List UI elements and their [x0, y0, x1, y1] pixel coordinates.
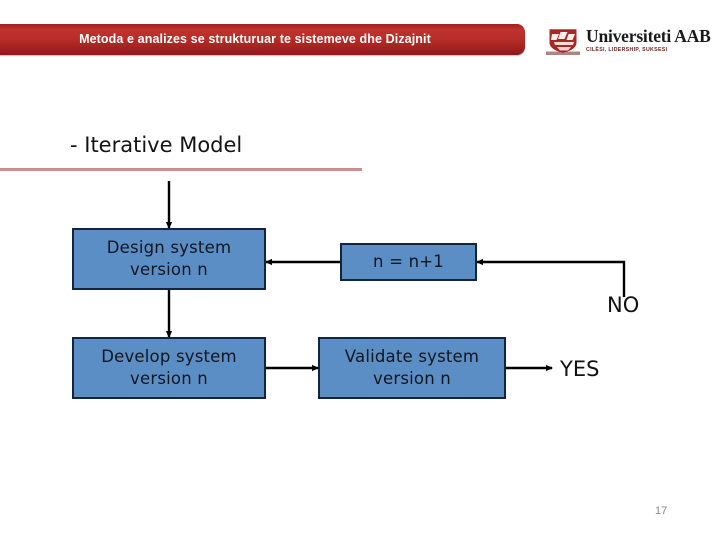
node-develop-system-line1: Develop system — [101, 347, 237, 366]
heading-divider — [0, 168, 362, 171]
node-develop-system-line2: version n — [130, 369, 208, 388]
edge-label-yes: YES — [560, 357, 600, 381]
header-red-bar — [0, 24, 525, 55]
edge-label-no: NO — [607, 293, 640, 317]
page-number: 17 — [655, 505, 668, 517]
node-design-system-line1: Design system — [106, 238, 232, 257]
university-brand: Universiteti AAB CILËSI, LIDERSHIP, SUKS… — [546, 22, 711, 58]
slide-heading: - Iterative Model — [70, 133, 243, 157]
node-increment-counter-label: n = n+1 — [373, 252, 444, 271]
brand-text-block: Universiteti AAB CILËSI, LIDERSHIP, SUKS… — [586, 25, 711, 54]
node-design-system-line2: version n — [130, 260, 208, 279]
brand-tagline: CILËSI, LIDERSHIP, SUKSESI — [586, 46, 668, 53]
brand-name: Universiteti AAB — [586, 25, 711, 46]
node-validate-system-line1: Validate system — [344, 347, 480, 366]
node-develop-system-label: Develop system version n — [101, 346, 237, 390]
node-design-system[interactable]: Design system version n — [72, 228, 266, 290]
edge-validate-to-counter-no — [476, 258, 626, 297]
node-validate-system[interactable]: Validate system version n — [318, 337, 506, 399]
slide-header: Metoda e analizes se strukturuar te sist… — [0, 0, 720, 72]
aab-shield-icon — [546, 28, 580, 55]
node-validate-system-label: Validate system version n — [345, 346, 479, 390]
node-increment-counter[interactable]: n = n+1 — [340, 243, 477, 281]
node-develop-system[interactable]: Develop system version n — [72, 337, 266, 399]
presentation-title: Metoda e analizes se strukturuar te sist… — [79, 32, 431, 46]
node-design-system-label: Design system version n — [107, 237, 231, 281]
node-validate-system-line2: version n — [373, 369, 451, 388]
